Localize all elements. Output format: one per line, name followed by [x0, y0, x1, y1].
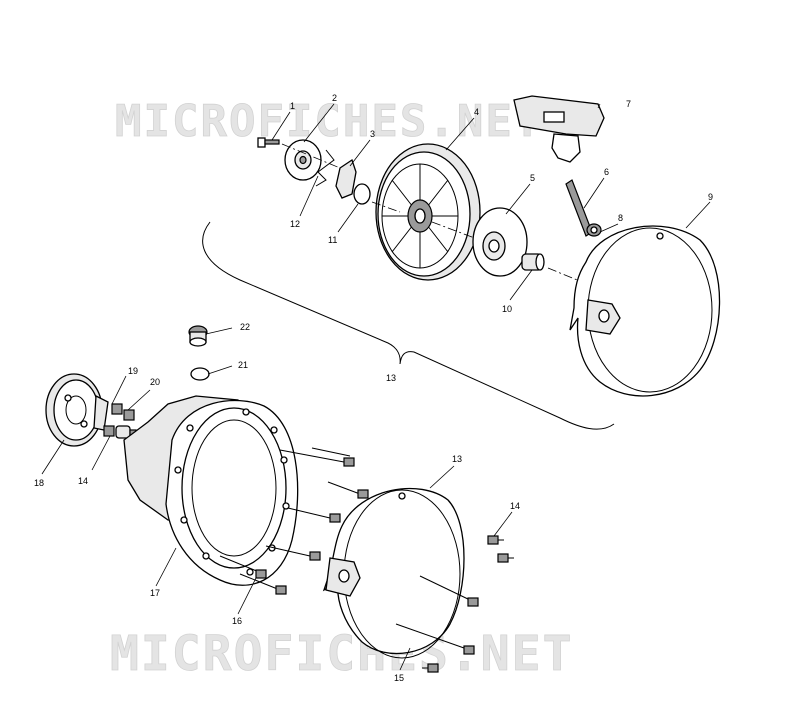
callout-19: 19	[128, 366, 138, 376]
part-18-flange[interactable]	[45, 373, 109, 447]
long-bolts[interactable]	[265, 447, 369, 561]
part-14-bolts-right[interactable]	[487, 535, 514, 563]
part-22-plug[interactable]	[188, 325, 208, 347]
watermark-top: MICROFICHES.NET	[115, 96, 542, 147]
assembly-brace	[202, 221, 615, 430]
watermark-bottom: MICROFICHES.NET	[110, 626, 573, 682]
callout-13-lower: 13	[452, 454, 462, 464]
callout-14-left: 14	[78, 476, 88, 486]
callout-21: 21	[238, 360, 248, 370]
callout-1: 1	[290, 101, 295, 111]
callout-11: 11	[328, 235, 337, 245]
callout-20: 20	[150, 377, 160, 387]
assembly-axis	[281, 143, 583, 283]
part-21-o-ring[interactable]	[190, 367, 210, 381]
part-7-handle[interactable]	[513, 95, 605, 163]
part-19-nut[interactable]	[111, 403, 123, 415]
part-11-ring[interactable]	[353, 183, 371, 205]
callout-3: 3	[370, 129, 375, 139]
part-2-plate[interactable]	[284, 139, 322, 181]
part-3-pawl[interactable]	[335, 158, 357, 199]
part-12-spring[interactable]	[315, 149, 335, 187]
callout-2: 2	[332, 93, 337, 103]
callout-10: 10	[502, 304, 512, 314]
callout-13-upper: 13	[386, 373, 396, 383]
callout-14-right: 14	[510, 501, 520, 511]
callout-5: 5	[530, 173, 535, 183]
part-4-pulley[interactable]	[375, 143, 481, 281]
part-20-nut[interactable]	[123, 409, 135, 421]
part-16-bolts[interactable]	[219, 555, 287, 595]
part-13-cover[interactable]	[322, 487, 465, 659]
callout-4: 4	[474, 107, 479, 117]
callout-15: 15	[394, 673, 404, 683]
callout-22: 22	[240, 322, 250, 332]
part-15-bolts[interactable]	[395, 575, 479, 673]
part-14-nut-left[interactable]	[103, 425, 115, 437]
part-17-housing[interactable]	[123, 395, 299, 586]
callout-12: 12	[290, 219, 300, 229]
callout-16: 16	[232, 616, 242, 626]
callout-17: 17	[150, 588, 160, 598]
part-10-sleeve[interactable]	[521, 253, 545, 271]
callout-18: 18	[34, 478, 44, 488]
callout-7: 7	[626, 99, 631, 109]
part-5-hub-plate[interactable]	[472, 207, 528, 277]
part-8-grommet[interactable]	[586, 223, 602, 237]
callout-8: 8	[618, 213, 623, 223]
callout-9: 9	[708, 192, 713, 202]
callout-6: 6	[604, 167, 609, 177]
part-9-starter-housing[interactable]	[569, 225, 721, 397]
leader-lines	[41, 103, 711, 671]
